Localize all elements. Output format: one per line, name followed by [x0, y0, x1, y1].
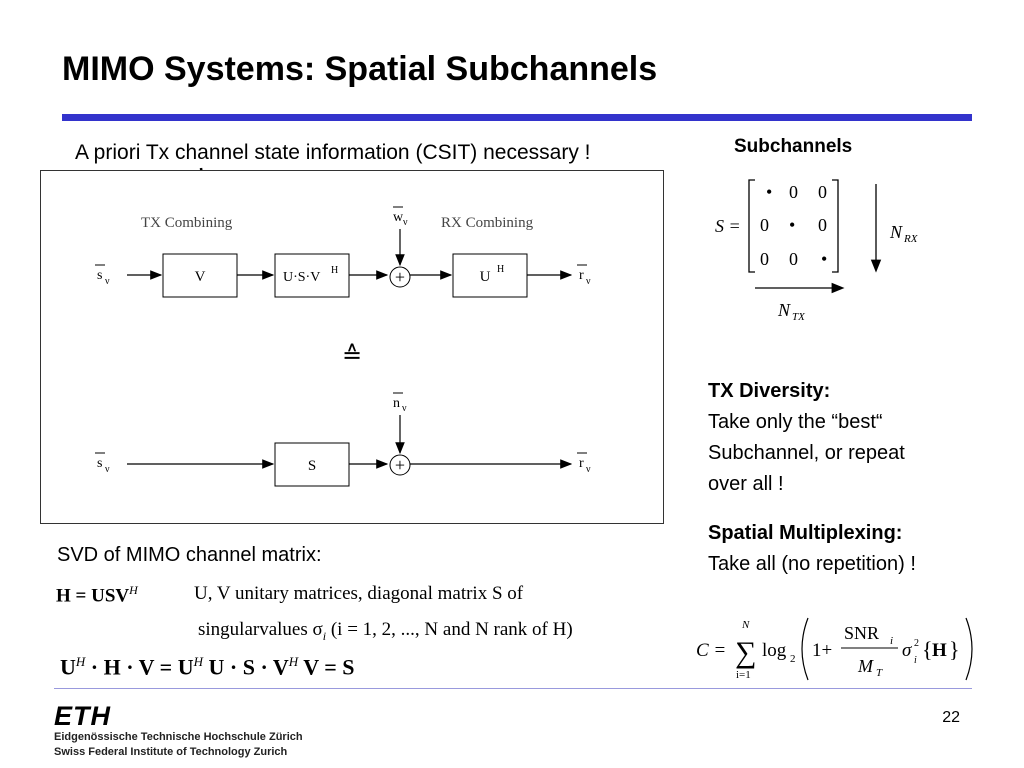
- n-tx-label: N: [777, 300, 791, 320]
- svd-eq2-sup: H: [75, 654, 86, 669]
- cap-sum: ∑: [735, 636, 756, 669]
- output-bottom-sub: ν: [586, 464, 591, 475]
- cap-one-plus: 1+: [812, 640, 832, 661]
- cap-brace-left: {: [922, 637, 933, 662]
- input-top-label: s: [97, 268, 102, 283]
- cap-sigma: σ: [902, 640, 912, 661]
- svd-description-2: singularvalues σi (i = 1, 2, ..., N and …: [198, 619, 573, 644]
- adder-top-plus: +: [395, 267, 405, 287]
- svd-desc2-rest: (i = 1, 2, ..., N and N rank of H): [326, 619, 573, 640]
- tx-diversity-line-2: Subchannel, or repeat: [708, 442, 905, 464]
- title-divider: [62, 114, 972, 121]
- spatial-mux-line: Take all (no repetition) !: [708, 553, 916, 575]
- noise-bottom-label: n: [393, 396, 400, 411]
- eth-logo: ETH: [54, 701, 111, 731]
- output-bottom-label: r: [579, 456, 584, 471]
- input-bottom-label: s: [97, 456, 102, 471]
- matrix-r2c0: 0: [760, 249, 769, 269]
- svd-eq2-sup: H: [193, 654, 203, 669]
- svd-label: SVD of MIMO channel matrix:: [57, 544, 322, 566]
- svd-desc2-sub: i: [322, 628, 327, 643]
- block-diagram-drawing: TX Combining RX Combining s ν V U·S·V H …: [95, 206, 591, 487]
- box-v-label: V: [195, 269, 206, 285]
- cap-sum-bottom: i=1: [736, 669, 751, 681]
- page-number: 22: [942, 709, 960, 726]
- cap-lhs: C =: [696, 640, 726, 661]
- svd-eq2-sup: H: [288, 654, 299, 669]
- matrix-r0c0: •: [766, 182, 772, 202]
- matrix-r1c0: 0: [760, 215, 769, 235]
- noise-top-sub: ν: [403, 217, 408, 228]
- adder-top: [389, 266, 411, 288]
- tx-combining-label: TX Combining: [141, 215, 233, 231]
- svd-eq1-text: H = USV: [56, 585, 130, 607]
- noise-top-label: w: [393, 210, 404, 225]
- output-top-label: r: [579, 268, 584, 283]
- tx-diversity-heading: TX Diversity:: [708, 380, 831, 402]
- cap-sum-top: N: [741, 619, 750, 631]
- noise-bottom-sub: ν: [402, 403, 407, 414]
- adder-bottom: [389, 454, 411, 476]
- matrix-r2c2: •: [821, 249, 827, 269]
- box-usvh: [274, 253, 350, 298]
- matrix-r0c2: 0: [818, 182, 827, 202]
- subchannel-matrix: S = • 0 0 0 • 0 0 0 • N RX N TX: [715, 179, 919, 323]
- eth-name-line-1: Eidgenössische Technische Hochschule Zür…: [54, 731, 303, 743]
- cap-numerator: SNR: [844, 623, 879, 643]
- adder-bottom-plus: +: [395, 455, 405, 475]
- svd-description-1: U, V unitary matrices, diagonal matrix S…: [194, 583, 524, 604]
- cap-log-sub: 2: [790, 653, 796, 665]
- tx-diversity-line-1: Take only the “best“: [708, 411, 883, 433]
- box-v: [162, 253, 238, 298]
- n-rx-label: N: [889, 222, 903, 242]
- cap-h: H: [932, 640, 947, 661]
- box-s-label: S: [308, 458, 316, 474]
- tx-diversity-line-3: over all !: [708, 473, 784, 495]
- matrix-r2c1: 0: [789, 249, 798, 269]
- footer-divider: [54, 688, 972, 689]
- output-top-sub: ν: [586, 276, 591, 287]
- box-usvh-label: U·S·V: [283, 270, 320, 285]
- matrix-r1c2: 0: [818, 215, 827, 235]
- input-top-sub: ν: [105, 276, 110, 287]
- box-uh-sup: H: [497, 264, 504, 275]
- cap-sigma-sub: i: [914, 655, 917, 666]
- cap-denominator: M: [857, 656, 874, 676]
- n-tx-sub: TX: [792, 311, 806, 323]
- subchannels-label: Subchannels: [734, 136, 853, 157]
- spatial-mux-heading: Spatial Multiplexing:: [708, 522, 903, 544]
- box-usvh-sup: H: [331, 265, 338, 276]
- svd-desc2-text: singularvalues σ: [198, 619, 323, 640]
- input-bottom-sub: ν: [105, 464, 110, 475]
- cap-numerator-sub: i: [890, 635, 893, 647]
- cap-sigma-sup: 2: [914, 638, 919, 649]
- matrix-lhs: S =: [715, 216, 741, 236]
- spatial-multiplexing: Spatial Multiplexing: Take all (no repet…: [708, 518, 916, 580]
- svd-eq1-sup: H: [129, 583, 138, 597]
- csit-note: A priori Tx channel state information (C…: [75, 141, 591, 164]
- eth-name-line-2: Swiss Federal Institute of Technology Zu…: [54, 746, 288, 758]
- n-rx-sub: RX: [903, 233, 919, 245]
- matrix-r0c1: 0: [789, 182, 798, 202]
- rx-combining-label: RX Combining: [441, 215, 534, 231]
- page-title: MIMO Systems: Spatial Subchannels: [62, 50, 658, 88]
- block-diagram: TX Combining RX Combining s ν V U·S·V H …: [40, 170, 664, 524]
- box-uh-label: U: [480, 269, 491, 285]
- matrix-r1c1: •: [789, 215, 795, 235]
- tx-diversity: TX Diversity: Take only the “best“ Subch…: [708, 376, 905, 500]
- cap-log: log: [762, 640, 787, 661]
- equivalence-symbol: ≙: [342, 343, 362, 369]
- cap-brace-right: }: [949, 637, 960, 662]
- cap-denominator-sub: T: [876, 667, 883, 679]
- svd-equation-2: UH · H · V = UH U · S · VH V = S: [60, 654, 355, 680]
- svd-equation-1: H = USVH: [56, 583, 138, 607]
- capacity-formula: C = N ∑ i=1 log 2 1+ SNR i M T σ 2 i { H…: [696, 617, 973, 681]
